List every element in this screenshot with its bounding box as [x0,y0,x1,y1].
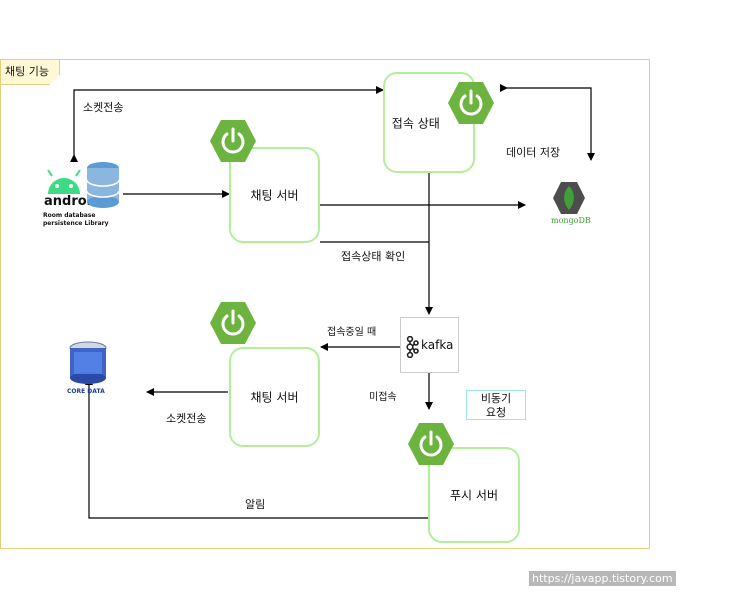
async-request-box: 비동기 요청 [466,390,526,420]
mongodb-wordmark: mongoDB [551,216,591,225]
label-socket-bottom: 소켓전송 [166,412,207,425]
coredata-icon [69,341,107,384]
spring-icon [210,302,256,344]
frame-title: 채팅 기능 [0,59,60,85]
push-server-label: 푸시 서버 [450,488,498,503]
label-save-data: 데이터 저장 [506,146,561,159]
label-notification: 알림 [245,498,266,511]
edge-notification [85,377,428,519]
connection-state-label: 접속 상태 [391,116,440,130]
mongodb-leaf-icon [553,182,585,214]
footer-url: https://javapp.tistory.com [529,571,676,586]
room-line-1: Room database [43,212,96,219]
database-icon [86,162,120,208]
android-wordmark: android [44,194,101,209]
spring-icon [210,120,256,162]
chat-server-top-label: 채팅 서버 [250,188,299,203]
coredata-wordmark: CORE DATA [67,388,105,395]
room-line-2: persistence Library [43,220,109,227]
kafka-icon [406,336,419,358]
diagram-frame [0,59,650,549]
label-socket-top: 소켓전송 [83,101,124,114]
async-request-label: 비동기 요청 [480,392,512,419]
chat-server-bottom-box: 채팅 서버 [229,347,320,447]
kafka-wordmark: kafka [421,338,454,352]
android-robot-icon [47,169,81,194]
spring-icon [408,423,454,465]
label-while-connected: 접속중일 때 [327,327,377,338]
kafka-node: kafka [400,317,459,373]
chat-server-top-box: 채팅 서버 [229,147,320,243]
chat-server-bottom-label: 채팅 서버 [250,390,299,405]
spring-icon [448,82,494,124]
label-not-connected: 미접속 [369,392,397,403]
label-check-connection: 접속상태 확인 [341,250,406,263]
edge-socket-top [70,86,384,162]
edge-save-data [500,84,595,161]
